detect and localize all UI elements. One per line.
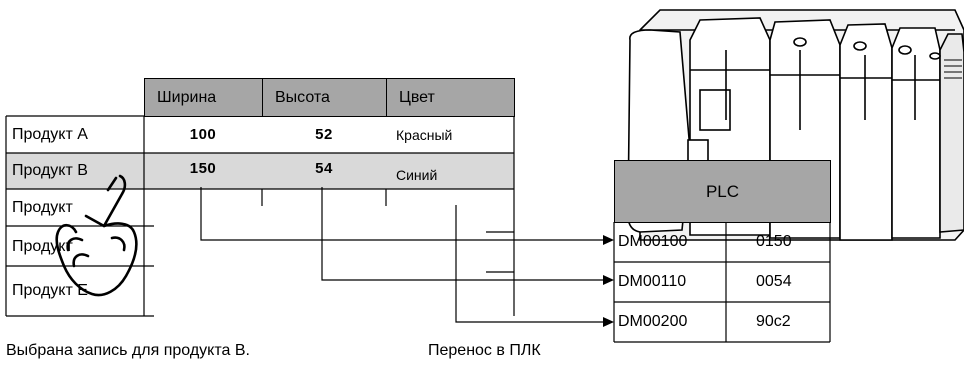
cell-a-width: 100 <box>189 126 217 143</box>
plc-title: PLC <box>614 160 831 223</box>
header-color: Цвет <box>386 78 515 117</box>
row-label-a: Продукт A <box>12 125 88 143</box>
caption-selected: Выбрана запись для продукта B. <box>6 342 250 359</box>
cell-a-color: Красный <box>396 126 453 143</box>
header-height: Высота <box>262 78 387 117</box>
row-label-e: Продукт E <box>12 282 88 299</box>
cell-b-color: Синий <box>396 167 438 183</box>
selected-row-highlight <box>6 153 514 189</box>
row-label-d: Продукт <box>12 238 73 255</box>
pointing-hand-icon <box>55 174 138 297</box>
transfer-arrows <box>200 187 607 323</box>
plc-address-2: DM00110 <box>618 273 687 290</box>
arrowheads <box>603 235 614 327</box>
cell-b-height: 54 <box>315 159 333 177</box>
cell-a-height: 52 <box>315 126 333 143</box>
header-width: Ширина <box>144 78 263 117</box>
plc-value-3: 90c2 <box>756 313 791 330</box>
plc-value-1: 0150 <box>756 233 792 250</box>
row-label-c: Продукт <box>12 199 73 216</box>
plc-address-3: DM00200 <box>618 313 688 330</box>
plc-value-2: 0054 <box>756 273 792 290</box>
row-label-b[interactable]: Продукт B <box>12 162 88 179</box>
cell-b-width: 150 <box>189 159 217 177</box>
plc-address-1: DM00100 <box>618 233 688 250</box>
caption-transfer: Перенос в ПЛК <box>428 342 541 359</box>
